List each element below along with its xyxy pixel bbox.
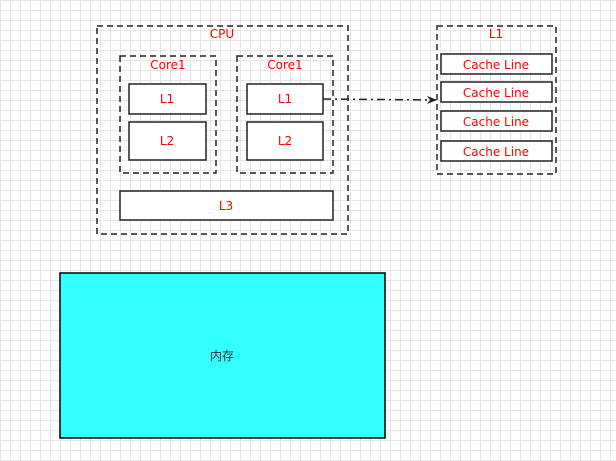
l1-detail-container[interactable]: L1: [436, 25, 557, 175]
memory-label: 内存: [210, 349, 234, 363]
cache-line-box[interactable]: Cache Line: [440, 110, 553, 132]
l1-detail-title: L1: [489, 27, 503, 41]
cache-line-box[interactable]: Cache Line: [440, 140, 553, 162]
l1-detail-arrow: [322, 95, 437, 104]
core-left-title: Core1: [150, 58, 185, 72]
core-right-l2-label: L2: [278, 134, 292, 148]
core-left-l1-box[interactable]: L1: [128, 83, 207, 115]
core-right-title: Core1: [267, 58, 302, 72]
core-right-l2-box[interactable]: L2: [246, 121, 324, 161]
core-right-l1-label: L1: [278, 92, 292, 106]
core-left-l2-box[interactable]: L2: [128, 121, 207, 161]
cache-line-label: Cache Line: [463, 86, 529, 100]
l3-label: L3: [219, 199, 233, 213]
cache-line-label: Cache Line: [463, 115, 529, 129]
core-left[interactable]: Core1: [119, 55, 217, 174]
cache-line-label: Cache Line: [463, 58, 529, 72]
cache-line-label: Cache Line: [463, 145, 529, 159]
cache-line-box[interactable]: Cache Line: [440, 53, 553, 75]
memory-box[interactable]: 内存: [59, 272, 386, 439]
core-left-l1-label: L1: [160, 92, 174, 106]
l3-box[interactable]: L3: [119, 190, 334, 221]
cache-line-box[interactable]: Cache Line: [440, 81, 553, 103]
core-right-l1-box[interactable]: L1: [246, 83, 324, 115]
cpu-title: CPU: [210, 27, 234, 41]
core-right[interactable]: Core1: [236, 55, 334, 174]
core-left-l2-label: L2: [160, 134, 174, 148]
cpu-container[interactable]: CPU: [96, 25, 349, 235]
